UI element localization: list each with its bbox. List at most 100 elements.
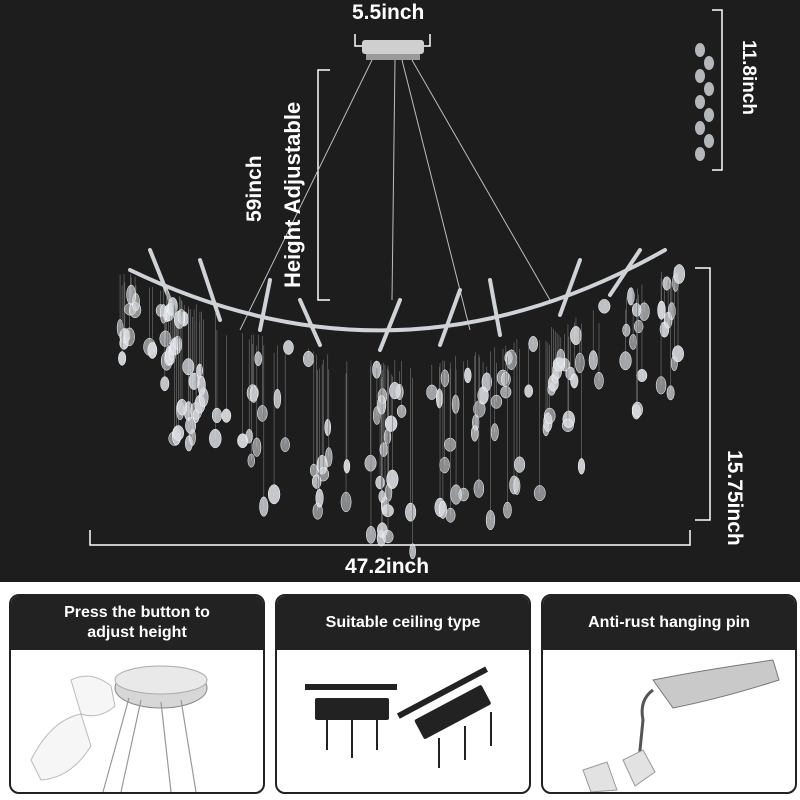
crystal-drop (672, 345, 684, 363)
chain-length-label: 59inch (243, 155, 266, 222)
hook-icon (637, 688, 654, 761)
crystal-drop (490, 423, 499, 442)
crystal-drop (577, 458, 586, 475)
product-hero: 5.5inch 59inch Height Adjustable 15.75in… (0, 0, 800, 582)
crystal-drop (598, 299, 611, 314)
crystal-drop (384, 415, 398, 432)
crystal-drop (440, 369, 450, 387)
crystal-drop (211, 407, 222, 424)
panel-title: Press the button to adjust height (11, 596, 263, 650)
crystal-drop (436, 388, 443, 409)
gloved-hand-icon (30, 675, 116, 781)
overall-width-label: 47.2inch (345, 555, 430, 578)
crystal-drop (167, 297, 178, 316)
sloped-ceiling-icon (396, 666, 491, 739)
crystal-drop (389, 381, 401, 400)
crystal-drop (324, 418, 332, 437)
branch-arm-icon (652, 659, 780, 709)
feature-panel-adjust-height: Press the button to adjust height (9, 594, 265, 794)
crystal-drop (315, 488, 324, 508)
crystal-drop (575, 352, 585, 374)
canopy-width-label: 5.5inch (352, 1, 425, 24)
crystal-drop (280, 437, 290, 453)
crystal-drop (533, 485, 546, 502)
crystal-drop (445, 507, 456, 523)
chandelier-branches (128, 248, 667, 352)
drop-dim-line (695, 267, 711, 521)
drop-height-label: 15.75inch (723, 450, 746, 546)
crystal-drop (364, 454, 377, 472)
crystal-drop (118, 351, 127, 366)
feature-panel-ceiling-type: Suitable ceiling type (275, 594, 531, 794)
crystal-drops (116, 264, 686, 560)
crystal-drop (259, 496, 269, 517)
crystal-drop (221, 408, 232, 423)
crystal-drop (666, 385, 675, 401)
feature-panel-hanging-pin: Anti-rust hanging pin (541, 594, 797, 794)
crystal-drop (655, 376, 667, 395)
crystal-drop (254, 351, 263, 367)
crystal-drop (386, 469, 399, 489)
crystal-strand-detail (695, 43, 714, 161)
strand-crystal (695, 95, 705, 109)
crystal-drop (340, 491, 352, 513)
sloped-rods-icon (438, 712, 492, 768)
crystal-drop (405, 502, 417, 522)
crystal-drop (439, 456, 450, 474)
crystal-drop (182, 358, 195, 376)
strand-crystal (695, 43, 705, 57)
crystal-drop (173, 335, 183, 350)
crystal-drop (409, 543, 416, 560)
crystal-drop (257, 405, 268, 422)
crystal-drop (473, 479, 485, 498)
crystal-drop (528, 335, 538, 353)
panel-title: Anti-rust hanging pin (543, 596, 795, 650)
crystal-drop (524, 384, 533, 398)
crystal-drop (396, 404, 407, 418)
panel-title-line1: Anti-rust hanging pin (588, 614, 750, 631)
panel-title-line1: Suitable ceiling type (325, 614, 481, 631)
crystal-drop (247, 453, 255, 468)
crystal-drop (160, 304, 167, 324)
chandelier-illustration (89, 9, 723, 560)
strand-crystal (695, 69, 705, 83)
crystal-drop (633, 320, 644, 334)
crystal-drop (267, 484, 281, 505)
crystal-icon (582, 749, 656, 792)
crystal-drop (490, 394, 503, 409)
crystal-drop (177, 308, 186, 324)
crystal-drop (636, 369, 648, 382)
crystal-drop (159, 330, 172, 347)
crystal-drop (631, 401, 643, 418)
crystal-drop (160, 376, 170, 392)
crystal-drop (126, 284, 136, 305)
crystal-drop (561, 418, 574, 432)
strand-crystal (704, 82, 714, 96)
strand-crystal (704, 134, 714, 148)
crystal-drop (245, 428, 253, 444)
flat-ceiling-icon (305, 684, 397, 758)
strand-crystal (704, 56, 714, 70)
crystal-drop (629, 334, 638, 350)
crystal-drop (317, 467, 330, 482)
crystal-drop (377, 395, 387, 415)
crystal-drop (366, 525, 376, 544)
crystal-drop (116, 319, 124, 337)
crystal-drop (438, 500, 448, 519)
crystal-drop (382, 530, 394, 544)
panel-title-line1: Press the button to (64, 604, 210, 621)
height-adjustable-label: Height Adjustable (280, 101, 305, 288)
crystal-drop (503, 501, 512, 519)
crystal-drop (185, 417, 197, 434)
crystal-drop (673, 264, 686, 284)
crystal-drop (513, 477, 521, 496)
crystal-drop (283, 340, 294, 355)
crystal-drop (451, 394, 460, 414)
panel-title-line2: adjust height (87, 624, 187, 641)
crystal-drop (309, 463, 318, 477)
crystal-drop (471, 425, 479, 442)
crystal-drop (197, 375, 206, 396)
crystal-drop (378, 490, 386, 503)
crystal-drop (514, 456, 526, 473)
crystal-drop (543, 407, 556, 424)
